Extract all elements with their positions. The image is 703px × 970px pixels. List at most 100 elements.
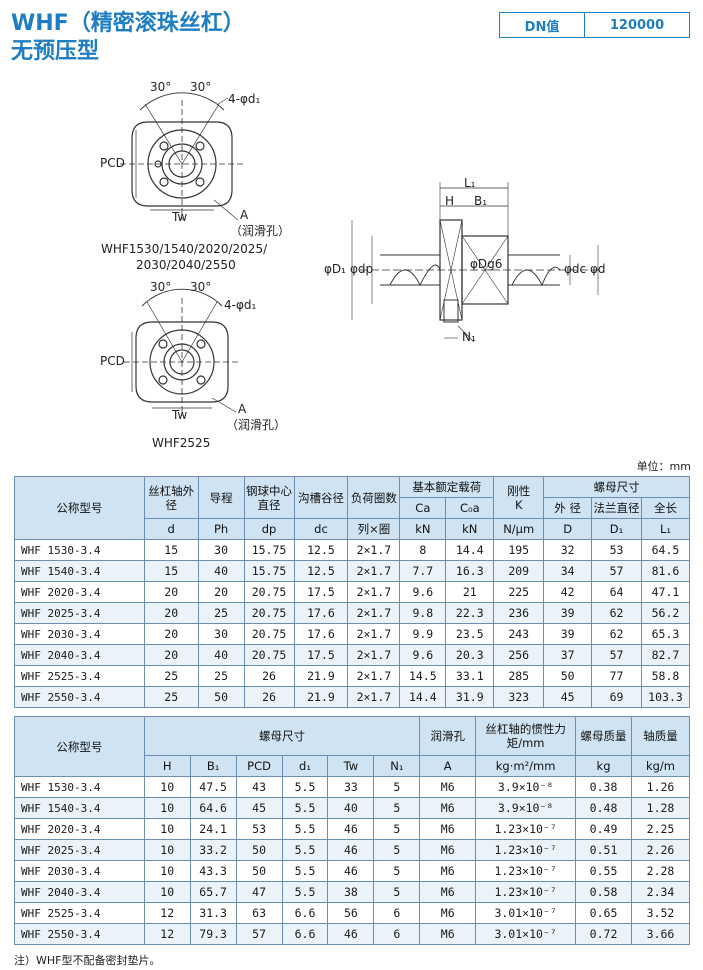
flange-view-top bbox=[120, 92, 244, 221]
th-unit-dp: dp bbox=[243, 518, 295, 540]
table-cell: 46 bbox=[327, 860, 375, 882]
table-cell: 37 bbox=[543, 644, 593, 666]
flange-view-bottom bbox=[124, 288, 240, 416]
unit-label: 单位：mm bbox=[636, 460, 691, 473]
table-cell: 81.6 bbox=[640, 560, 691, 582]
D1-label: φD₁ bbox=[324, 262, 346, 276]
model-cell: WHF 1530-3.4 bbox=[14, 539, 145, 561]
table-cell: 2×1.7 bbox=[347, 602, 401, 624]
table-cell: 5.5 bbox=[281, 881, 329, 903]
table-cell: 17.6 bbox=[293, 602, 349, 624]
table-cell: 26 bbox=[243, 665, 295, 687]
table-cell: 43.3 bbox=[189, 860, 237, 882]
table-cell: 33.2 bbox=[189, 839, 237, 861]
table-cell: 25 bbox=[197, 665, 245, 687]
dn-label: DN值 bbox=[500, 13, 585, 37]
dn-value: 120000 bbox=[609, 17, 665, 33]
table-cell: 45 bbox=[235, 797, 283, 819]
dn-value-box: DN值 120000 bbox=[499, 12, 690, 38]
model-cell: WHF 2020-3.4 bbox=[14, 581, 145, 603]
table-cell: 20.75 bbox=[243, 623, 295, 645]
table-cell: M6 bbox=[419, 881, 477, 903]
th2-inertia: 丝杠轴的惯性力矩/mm bbox=[475, 716, 577, 756]
table-cell: 243 bbox=[493, 623, 545, 645]
page-title: WHF（精密滚珠丝杠） 无预压型 bbox=[11, 10, 245, 66]
table-cell: 12.5 bbox=[293, 560, 349, 582]
table-cell: 2×1.7 bbox=[347, 539, 401, 561]
table-cell: 2×1.7 bbox=[347, 581, 401, 603]
table-cell: 236 bbox=[493, 602, 545, 624]
table-cell: 3.9×10⁻⁸ bbox=[475, 776, 577, 798]
table-cell: 30 bbox=[197, 623, 245, 645]
model-cell: WHF 2525-3.4 bbox=[14, 665, 145, 687]
th-lead: 导程 bbox=[197, 476, 245, 519]
table-cell: 2.26 bbox=[630, 839, 691, 861]
pcd-label-top: PCD bbox=[100, 156, 125, 170]
table-cell: M6 bbox=[419, 818, 477, 840]
table-cell: 20 bbox=[143, 602, 199, 624]
table-cell: 20.75 bbox=[243, 644, 295, 666]
table-cell: 5.5 bbox=[281, 839, 329, 861]
th2-PCD: PCD bbox=[235, 755, 283, 777]
table-cell: 64.6 bbox=[189, 797, 237, 819]
model-cell: WHF 2020-3.4 bbox=[14, 818, 145, 840]
th-unit-d: d bbox=[143, 518, 199, 540]
a-label-bottom: A bbox=[238, 402, 247, 416]
table-cell: 20 bbox=[197, 581, 245, 603]
table-cell: 2.25 bbox=[630, 818, 691, 840]
table-cell: 23.5 bbox=[445, 623, 495, 645]
table-cell: 62 bbox=[591, 602, 642, 624]
table-cell: 30 bbox=[197, 539, 245, 561]
angle-label-1: 30° bbox=[150, 80, 172, 94]
table-cell: 5 bbox=[373, 860, 421, 882]
th-length: 全长 bbox=[640, 497, 691, 519]
table-cell: 285 bbox=[493, 665, 545, 687]
title-line1: WHF（精密滚珠丝杠） bbox=[11, 11, 245, 36]
table-cell: 62 bbox=[591, 623, 642, 645]
a-label-top: A bbox=[240, 208, 249, 222]
table-cell: 65.3 bbox=[640, 623, 691, 645]
table-cell: M6 bbox=[419, 902, 477, 924]
table-cell: 31.3 bbox=[189, 902, 237, 924]
table-cell: 6 bbox=[373, 902, 421, 924]
table-cell: 1.23×10⁻⁷ bbox=[475, 881, 577, 903]
table-cell: M6 bbox=[419, 923, 477, 945]
table-cell: 45 bbox=[543, 686, 593, 708]
table-cell: 323 bbox=[493, 686, 545, 708]
table-cell: 3.9×10⁻⁸ bbox=[475, 797, 577, 819]
table-cell: 22.3 bbox=[445, 602, 495, 624]
table-cell: 21 bbox=[445, 581, 495, 603]
table-cell: 47.1 bbox=[640, 581, 691, 603]
th2-nutmass: 螺母质量 bbox=[575, 716, 632, 756]
table-cell: 25 bbox=[197, 602, 245, 624]
th2-unit-kgm: kg/m bbox=[630, 755, 691, 777]
table-cell: 57 bbox=[591, 644, 642, 666]
table-cell: 20 bbox=[143, 644, 199, 666]
table-cell: 103.3 bbox=[640, 686, 691, 708]
table-cell: 5 bbox=[373, 797, 421, 819]
table-cell: 39 bbox=[543, 623, 593, 645]
table-cell: 1.23×10⁻⁷ bbox=[475, 839, 577, 861]
table-cell: 225 bbox=[493, 581, 545, 603]
table-cell: 2×1.7 bbox=[347, 686, 401, 708]
spec-table-2: 公称型号 螺母尺寸 润滑孔 丝杠轴的惯性力矩/mm 螺母质量 轴质量 H B₁ … bbox=[14, 716, 691, 945]
table-cell: 0.51 bbox=[575, 839, 632, 861]
th2-lube: 润滑孔 bbox=[419, 716, 477, 756]
th2-unit-inertia: kg·m²/mm bbox=[475, 755, 577, 777]
table-cell: 0.49 bbox=[575, 818, 632, 840]
table-cell: 39 bbox=[543, 602, 593, 624]
table-cell: 40 bbox=[197, 560, 245, 582]
model-cell: WHF 2550-3.4 bbox=[14, 686, 145, 708]
table-cell: 10 bbox=[143, 818, 191, 840]
table-cell: 53 bbox=[235, 818, 283, 840]
table-cell: 12.5 bbox=[293, 539, 349, 561]
